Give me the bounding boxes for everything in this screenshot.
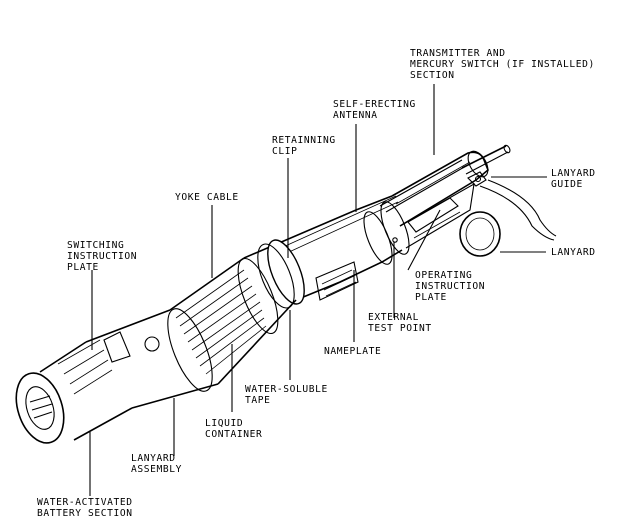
battery-section (15, 339, 133, 444)
liquid-container (169, 257, 297, 385)
beacon-device (15, 144, 557, 444)
operating-instruction-plate (399, 182, 475, 249)
label-operating-instruction-plate: OPERATING INSTRUCTION PLATE (415, 270, 492, 303)
transmitter-section (379, 144, 511, 227)
label-lanyard-assembly: LANYARD ASSEMBLY (131, 453, 182, 475)
label-self-erecting-antenna: SELF-ERECTING ANTENNA (333, 99, 422, 121)
label-retaining-clip: RETAINNING CLIP (272, 135, 342, 157)
lanyard-assembly-body (85, 308, 219, 409)
leader-lines (89, 84, 547, 496)
label-lanyard-guide: LANYARD GUIDE (551, 168, 602, 190)
label-switching-instruction-plate: SWITCHING INSTRUCTION PLATE (67, 240, 144, 273)
label-nameplate: NAMEPLATE (324, 346, 381, 357)
lanyard-loop (459, 179, 557, 257)
label-external-test-point: EXTERNAL TEST POINT (368, 312, 432, 334)
label-transmitter-section: TRANSMITTER AND MERCURY SWITCH (IF INSTA… (410, 48, 601, 81)
label-yoke-cable: YOKE CABLE (175, 192, 239, 203)
label-water-activated-battery-section: WATER-ACTIVATED BATTERY SECTION (37, 497, 139, 519)
callout-labels: TRANSMITTER AND MERCURY SWITCH (IF INSTA… (37, 48, 602, 519)
label-water-soluble-tape: WATER-SOLUBLE TAPE (245, 384, 334, 406)
label-liquid-container: LIQUID CONTAINER (205, 418, 262, 440)
self-erecting-antenna-wire (271, 195, 397, 253)
mid-tube (243, 195, 410, 309)
label-lanyard: LANYARD (551, 247, 596, 258)
